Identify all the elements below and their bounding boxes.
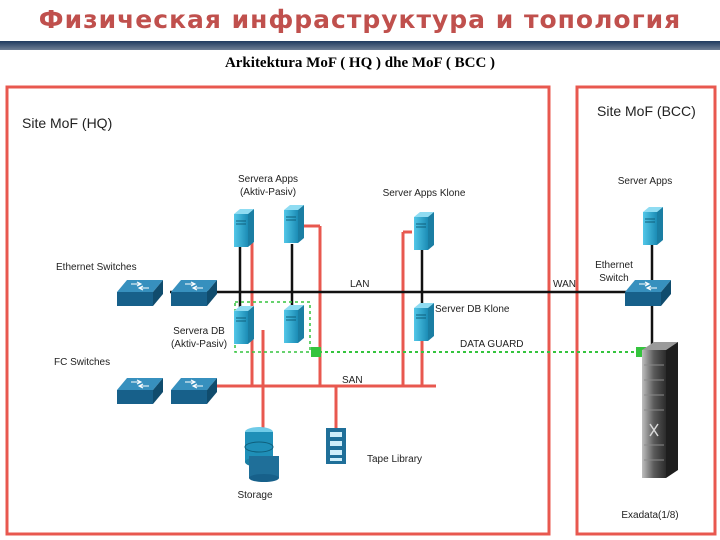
server-db-klone-label: Server DB Klone [435,304,510,315]
servera-apps-label: Servera Apps [238,174,298,185]
wan-label: WAN [553,279,576,290]
servera-db-mode-label: (Aktiv-Pasiv) [171,339,227,350]
storage-icon [244,427,279,482]
server-db-2-icon [283,304,305,344]
exadata-label: Exadata(1/8) [621,510,678,521]
diagram-caption: Arkitektura MoF ( HQ ) dhe MoF ( BCC ) [224,55,496,71]
data-guard-label: DATA GUARD [460,339,524,350]
site-hq-frame [5,85,551,536]
site-bcc-label: Site MoF (BCC) [597,103,696,119]
tape-library-icon [326,428,346,464]
fc-switch-2 [170,377,218,405]
ethernet-switch-2 [170,279,218,307]
lan-label: LAN [350,279,369,290]
site-bcc-frame [575,85,717,536]
bcc-switch-label: Switch [599,273,628,284]
server-db-1-icon [233,305,255,345]
san-links [176,224,436,430]
tape-library-label: Tape Library [367,454,422,465]
server-apps-klone-icon [413,211,435,251]
server-apps-1-icon [233,208,255,248]
san-label: SAN [342,375,363,386]
title-rule [0,41,720,50]
server-db-klone-icon [413,302,435,342]
ethernet-switches-label: Ethernet Switches [56,262,137,273]
exadata-rack-icon [642,342,678,478]
bcc-server-apps-label: Server Apps [618,176,672,187]
slide-title: Физическая инфраструктура и топология [0,0,720,40]
bcc-server-apps-icon [642,206,664,246]
bcc-ethernet-label: Ethernet [595,260,633,271]
servera-apps-mode-label: (Aktiv-Pasiv) [240,187,296,198]
servera-db-label: Servera DB [173,326,225,337]
data-guard-start-marker [311,347,321,357]
data-guard-end-marker [636,347,646,357]
server-apps-klone-label: Server Apps Klone [383,188,466,199]
fc-switches-label: FC Switches [54,357,110,368]
bcc-ethernet-switch [624,279,672,307]
lan-links [170,244,654,345]
ethernet-switch-1 [116,279,164,307]
site-hq-label: Site MoF (HQ) [22,115,112,131]
server-apps-2-icon [283,204,305,244]
fc-switch-1 [116,377,164,405]
storage-label: Storage [237,490,272,501]
